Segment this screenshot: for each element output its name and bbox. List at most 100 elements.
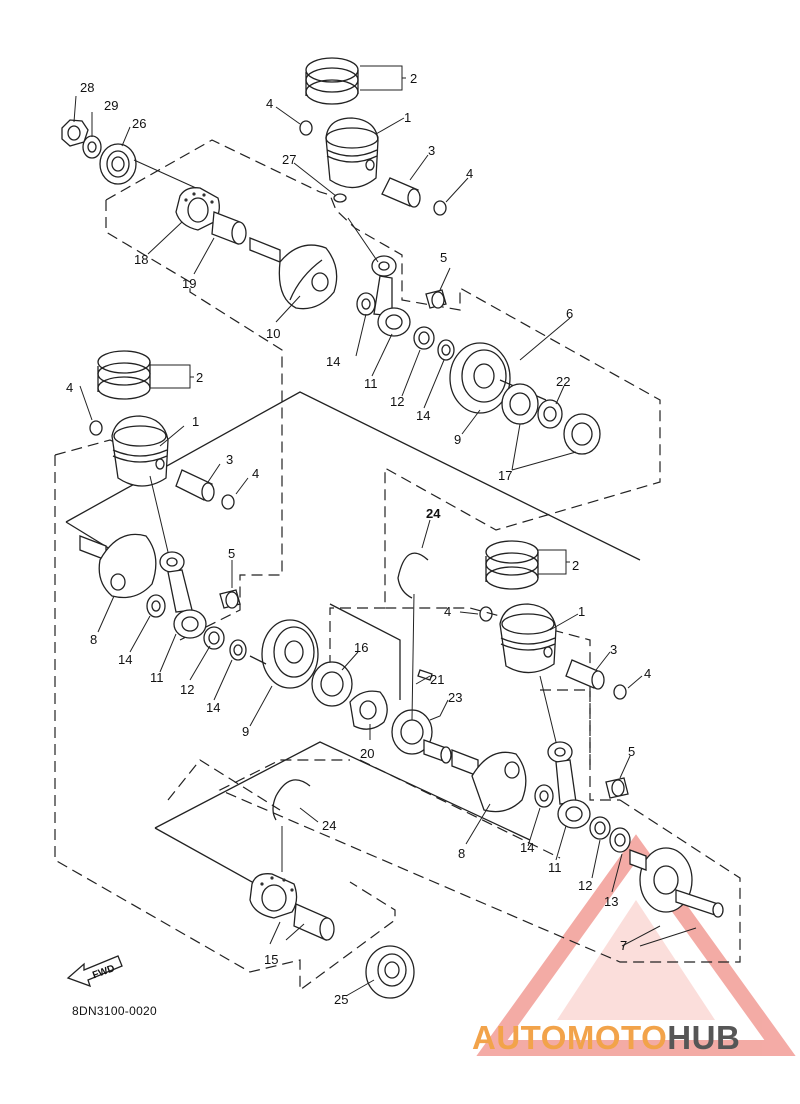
crank-wheel-part [79,533,157,599]
callout-15: 15 [264,952,278,967]
piston-pin-clip-part [433,200,447,216]
small-clip-part [333,193,347,203]
callout-6: 6 [566,306,573,321]
piston-pin-clip-part [89,420,103,436]
callout-29: 29 [104,98,118,113]
callout-18: 18 [134,252,148,267]
callout-12: 12 [180,682,194,697]
big-end-bearing-part [589,816,611,840]
small-end-bearing-part [605,777,629,799]
oil-seal-part [609,827,631,853]
fwd-arrow-icon: FWD [66,955,123,988]
callout-3: 3 [428,143,435,158]
callout-2: 2 [196,370,203,385]
main-bearing-part [311,661,353,707]
callout-20: 20 [360,746,374,761]
circlip-part [272,779,311,821]
callout-1: 1 [404,110,411,125]
callout-26: 26 [132,116,146,131]
callout-14: 14 [416,408,430,423]
watermark-logo: AUTOMOTOHUB [472,1018,792,1058]
callout-1: 1 [192,414,199,429]
dowel-pin-part [417,669,433,681]
diagram-code: 8DN3100-0020 [72,1004,157,1018]
callout-3: 3 [226,452,233,467]
callout-13: 13 [604,894,618,909]
callout-4: 4 [66,380,73,395]
callout-5: 5 [228,546,235,561]
callout-3: 3 [610,642,617,657]
piston-pin-part [565,659,605,690]
callout-5: 5 [628,744,635,759]
oil-seal-part [99,143,137,185]
crank-wheel-part [451,749,527,813]
callout-12: 12 [578,878,592,893]
labyrinth-seal-part [537,399,563,429]
callout-24: 24 [426,506,441,521]
upper-cylinder-outline [105,139,661,765]
piston-part [325,117,379,189]
nut-part [61,119,89,147]
piston-pin-clip-part [221,494,235,510]
callout-8: 8 [458,846,465,861]
big-end-bearing-part [413,326,435,350]
callout-8: 8 [90,632,97,647]
callout-7: 7 [620,938,627,953]
callout-16: 16 [354,640,368,655]
connecting-rod-part [371,255,411,337]
callout-25: 25 [334,992,348,1007]
piston-pin-clip-part [299,120,313,136]
bearing-spacer-part [211,211,247,245]
callout-9: 9 [454,432,461,447]
callout-2: 2 [410,71,417,86]
piston-pin-clip-part [479,606,493,622]
callout-1: 1 [578,604,585,619]
callout-11: 11 [364,376,378,391]
callout-4: 4 [644,666,651,681]
callout-28: 28 [80,80,94,95]
callout-24: 24 [322,818,336,833]
connecting-rod-part [547,741,591,829]
connecting-rod-part [159,551,207,639]
callout-2: 2 [572,558,579,573]
small-end-bearing-part [219,589,241,609]
leader-lines [73,65,697,997]
callout-4: 4 [466,166,473,181]
callout-14: 14 [118,652,132,667]
thrust-washer-part [146,594,166,618]
piston-ring-set-part [485,540,539,590]
callout-4: 4 [444,604,451,619]
callout-10: 10 [266,326,280,341]
callout-numbers: 28 29 26 2 4 1 27 3 4 18 19 10 5 6 14 11… [66,71,651,1007]
circlip-part [397,552,429,599]
callout-11: 11 [548,860,562,875]
oil-seal-part [365,945,415,999]
callout-23: 23 [448,690,462,705]
callout-14: 14 [326,354,340,369]
crank-wheel-part [249,619,319,689]
callout-4: 4 [266,96,273,111]
callout-21: 21 [430,672,444,687]
callout-17: 17 [498,468,512,483]
small-end-bearing-part [425,289,447,309]
piston-ring-set-part [97,350,151,400]
watermark-text-part1: AUTOMOTO [472,1019,668,1056]
watermark-triangle-logo [476,834,796,1056]
callout-11: 11 [150,670,164,685]
crank-wheel-part [629,847,724,918]
thrust-washer-part [534,784,554,808]
piston-part [111,415,169,487]
labyrinth-seal-part [349,690,388,730]
main-bearing-part [563,413,601,455]
callout-14: 14 [520,840,534,855]
callout-5: 5 [440,250,447,265]
callout-4: 4 [252,466,259,481]
thrust-washer-part [356,292,376,316]
middle-cylinder-outline [54,439,396,992]
big-end-bearing-part [203,626,225,650]
bearing-spacer-part [423,739,452,764]
callout-9: 9 [242,724,249,739]
callout-19: 19 [182,276,196,291]
callout-27: 27 [282,152,296,167]
